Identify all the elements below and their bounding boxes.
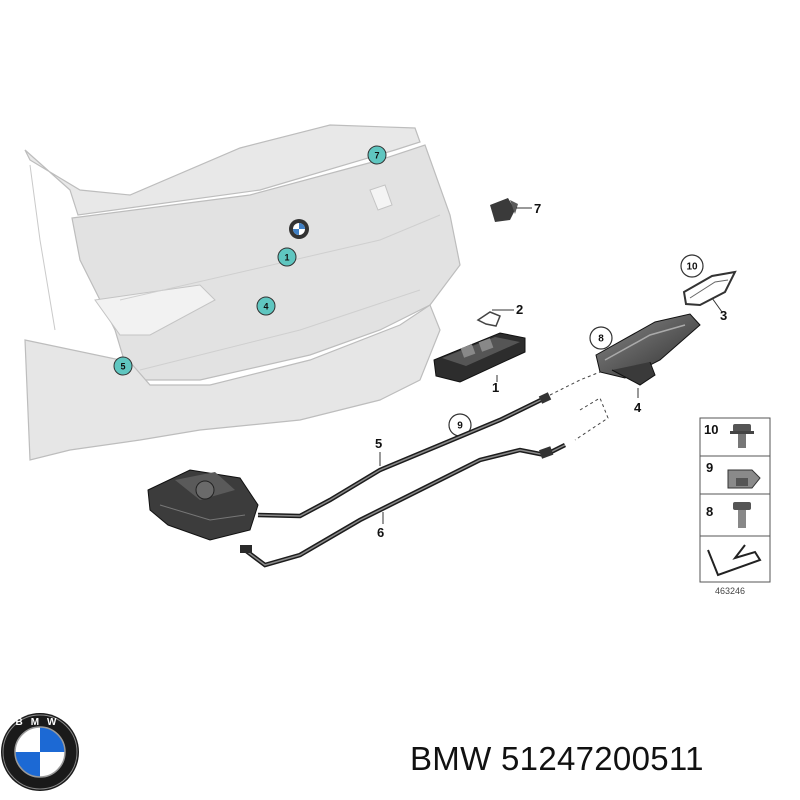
part-3-bracket [682, 270, 737, 313]
callout-4: 4 [634, 400, 642, 415]
legend-label-8: 8 [706, 504, 713, 519]
cable-6 [243, 442, 567, 568]
bolt-icon [733, 502, 751, 528]
callout-7: 7 [534, 201, 541, 216]
rear-bumper [24, 124, 461, 461]
bumper-emblem [289, 219, 309, 239]
callout-2: 2 [516, 302, 523, 317]
callout-8-label: 8 [598, 334, 604, 345]
fold-arrow-icon [707, 544, 762, 577]
bumper-marker-7-label: 7 [374, 151, 379, 161]
clip-nut-icon [727, 469, 761, 489]
reference-number: 463246 [715, 586, 745, 596]
part-4-lock [595, 313, 701, 398]
callout-1: 1 [492, 380, 499, 395]
bmw-logo-letters: BMW [16, 717, 65, 728]
callout-9-label: 9 [457, 421, 463, 432]
bumper-marker-1: 1 [277, 247, 297, 267]
bumper-marker-5: 5 [113, 356, 133, 376]
bumper-marker-7: 7 [367, 145, 387, 165]
part-caption: BMW 51247200511 [410, 740, 704, 777]
callout-6: 6 [377, 525, 384, 540]
actuator-motor [147, 469, 259, 553]
dashed-connectors [549, 371, 609, 441]
legend-label-10: 10 [704, 422, 718, 437]
legend-label-9: 9 [706, 460, 713, 475]
fastener-legend: 10 9 8 [699, 417, 771, 583]
callout-10-label: 10 [686, 262, 698, 273]
callout-8-circle: 8 [589, 326, 613, 350]
bumper-marker-4: 4 [256, 296, 276, 316]
bumper-marker-1-label: 1 [284, 253, 289, 263]
cable-5 [257, 392, 552, 519]
bumper-marker-5-label: 5 [120, 362, 125, 372]
bumper-marker-4-label: 4 [263, 302, 268, 312]
part-7-buffer [490, 198, 532, 222]
part-1-switch [433, 332, 526, 383]
callout-3: 3 [720, 308, 727, 323]
callout-10-circle: 10 [680, 254, 704, 278]
callout-5: 5 [375, 436, 382, 451]
bmw-logo: BMW [1, 713, 79, 791]
bolt-flange-icon [730, 424, 754, 448]
part-2-clip [476, 309, 514, 327]
